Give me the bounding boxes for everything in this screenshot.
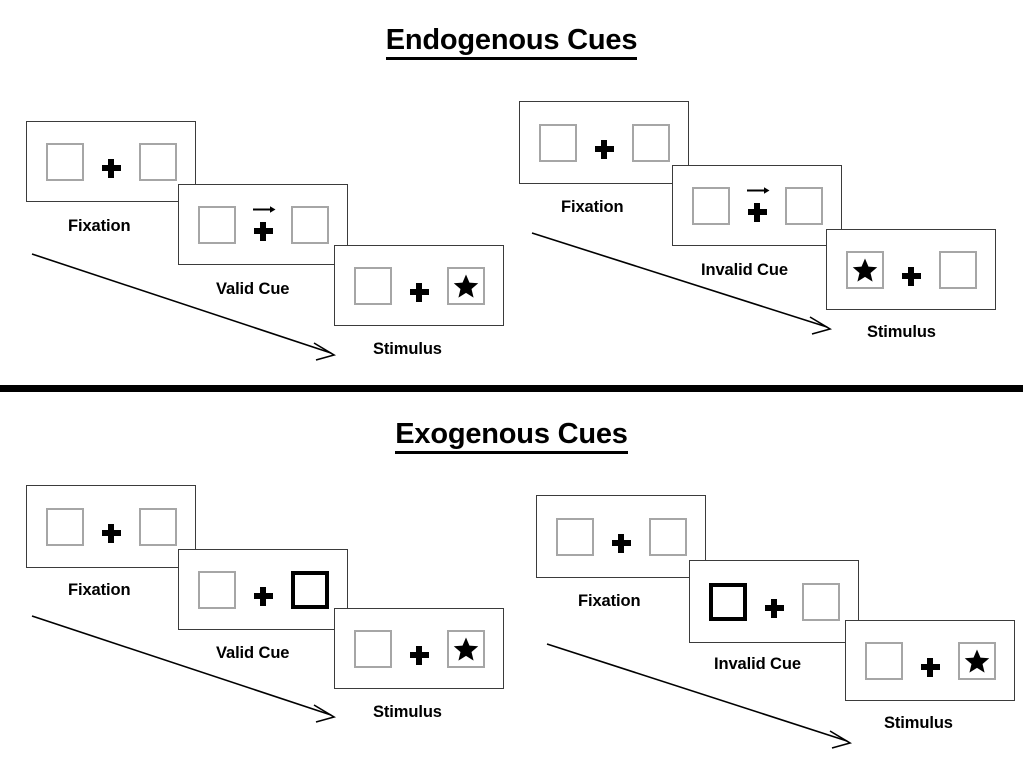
section-title-exogenous: Exogenous Cues — [0, 418, 1023, 454]
caption-endogenous-invalid-fixation: Fixation — [561, 198, 624, 216]
panel-content — [335, 246, 503, 325]
centre-column — [901, 251, 921, 289]
centre-column — [252, 205, 275, 244]
panel-exogenous-invalid-stimulus — [845, 620, 1015, 701]
stimulus-box-right — [784, 186, 823, 225]
stimulus-box-right — [631, 123, 670, 162]
caption-exogenous-invalid-cue: Invalid Cue — [714, 655, 801, 673]
plus-cross-icon — [409, 645, 429, 665]
right-arrow-cue-icon — [252, 205, 275, 213]
panel-endogenous-invalid-cue — [672, 165, 842, 246]
caption-exogenous-invalid-stimulus: Stimulus — [884, 714, 953, 732]
stimulus-box-left — [845, 250, 884, 289]
stimulus-box-left — [691, 186, 730, 225]
centre-column — [101, 508, 121, 546]
stimulus-box-right-cued — [290, 570, 329, 609]
panel-content — [537, 496, 705, 577]
stimulus-box-left — [864, 641, 903, 680]
stimulus-box-left — [197, 205, 236, 244]
plus-cross-icon — [253, 586, 273, 606]
centre-column — [920, 642, 940, 680]
centre-column — [746, 186, 769, 225]
plus-cross-icon — [920, 657, 940, 677]
stimulus-box-right — [801, 582, 840, 621]
panel-exogenous-invalid-cue — [689, 560, 859, 643]
star-icon — [453, 637, 478, 661]
stimulus-box-right — [138, 507, 177, 546]
caption-endogenous-invalid-stimulus: Stimulus — [867, 323, 936, 341]
section-title-endogenous: Endogenous Cues — [0, 24, 1023, 60]
panel-content — [179, 185, 347, 264]
stimulus-box-right — [648, 517, 687, 556]
plus-cross-icon — [101, 523, 121, 543]
section-divider — [0, 385, 1023, 392]
panel-exogenous-valid-cue — [178, 549, 348, 630]
panel-content — [846, 621, 1014, 700]
caption-endogenous-valid-stimulus: Stimulus — [373, 340, 442, 358]
panel-content — [27, 486, 195, 567]
panel-exogenous-valid-fixation — [26, 485, 196, 568]
plus-cross-icon — [611, 533, 631, 553]
panel-content — [690, 561, 858, 642]
stimulus-box-left — [197, 570, 236, 609]
stimulus-box-right — [446, 629, 485, 668]
right-arrow-cue-icon — [746, 186, 769, 194]
stimulus-box-right — [290, 205, 329, 244]
stimulus-box-left — [555, 517, 594, 556]
time-flow-arrow-icon — [31, 253, 337, 361]
centre-column — [101, 143, 121, 181]
panel-endogenous-invalid-stimulus — [826, 229, 996, 310]
plus-cross-icon — [409, 282, 429, 302]
panel-endogenous-valid-cue — [178, 184, 348, 265]
plus-cross-icon — [747, 202, 767, 222]
panel-content — [827, 230, 995, 309]
stimulus-box-left — [538, 123, 577, 162]
stimulus-box-left — [353, 266, 392, 305]
stimulus-box-left-cued — [708, 582, 747, 621]
star-icon — [852, 258, 877, 282]
plus-cross-icon — [901, 266, 921, 286]
panel-exogenous-valid-stimulus — [334, 608, 504, 689]
panel-content — [27, 122, 195, 201]
caption-exogenous-valid-fixation: Fixation — [68, 581, 131, 599]
caption-exogenous-valid-stimulus: Stimulus — [373, 703, 442, 721]
panel-content — [520, 102, 688, 183]
centre-column — [594, 124, 614, 162]
stimulus-box-left — [45, 507, 84, 546]
centre-column — [611, 518, 631, 556]
centre-column — [409, 630, 429, 668]
stimulus-box-right — [138, 142, 177, 181]
caption-endogenous-valid-fixation: Fixation — [68, 217, 131, 235]
stimulus-box-left — [353, 629, 392, 668]
plus-cross-icon — [101, 158, 121, 178]
panel-content — [673, 166, 841, 245]
star-icon — [453, 274, 478, 298]
panel-exogenous-invalid-fixation — [536, 495, 706, 578]
section-title-exogenous-text: Exogenous Cues — [395, 418, 628, 454]
panel-content — [335, 609, 503, 688]
panel-content — [179, 550, 347, 629]
centre-column — [409, 267, 429, 305]
plus-cross-icon — [253, 221, 273, 241]
caption-endogenous-valid-cue: Valid Cue — [216, 280, 290, 298]
panel-endogenous-valid-stimulus — [334, 245, 504, 326]
stimulus-box-right — [957, 641, 996, 680]
time-flow-arrow-icon — [546, 643, 853, 749]
stimulus-box-right — [938, 250, 977, 289]
stimulus-box-left — [45, 142, 84, 181]
plus-cross-icon — [764, 598, 784, 618]
centre-column — [253, 571, 273, 609]
caption-exogenous-invalid-fixation: Fixation — [578, 592, 641, 610]
caption-exogenous-valid-cue: Valid Cue — [216, 644, 290, 662]
panel-endogenous-valid-fixation — [26, 121, 196, 202]
section-title-endogenous-text: Endogenous Cues — [385, 24, 637, 60]
stimulus-box-right — [446, 266, 485, 305]
star-icon — [964, 649, 989, 673]
panel-endogenous-invalid-fixation — [519, 101, 689, 184]
centre-column — [764, 583, 784, 621]
plus-cross-icon — [594, 139, 614, 159]
caption-endogenous-invalid-cue: Invalid Cue — [701, 261, 788, 279]
